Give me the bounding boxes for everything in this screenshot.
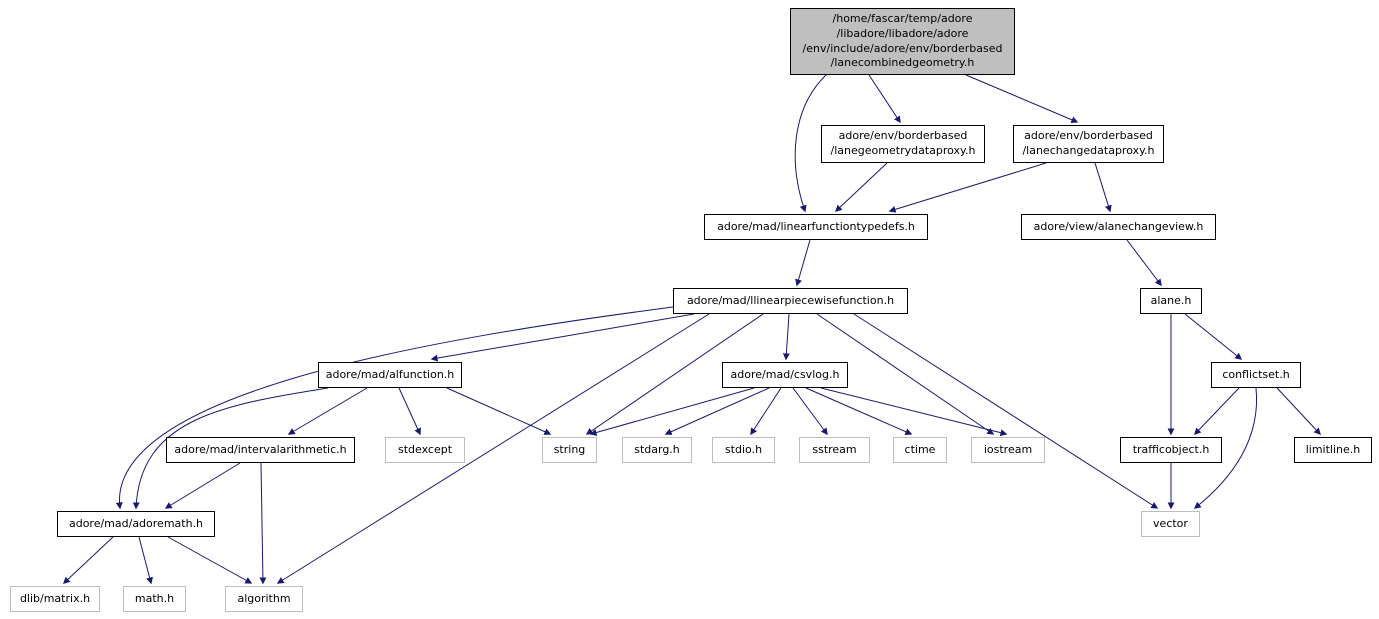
edge-adoremath-to-dlibmatrix bbox=[62, 536, 114, 584]
node-ctime: ctime bbox=[893, 437, 947, 463]
node-stdexcept: stdexcept bbox=[385, 437, 465, 463]
node-linearfunctiontypedefs[interactable]: adore/mad/linearfunctiontypedefs.h bbox=[704, 214, 928, 240]
edge-lanegeometrydataproxy-to-linearfunctiontypedefs bbox=[834, 162, 888, 212]
edge-alfunction-to-string bbox=[446, 387, 552, 435]
edge-alfunction-to-intervalarithmetic bbox=[287, 387, 368, 435]
edge-llinearpiecewisefunction-to-string bbox=[585, 313, 764, 435]
edge-alfunction-to-stdexcept bbox=[398, 387, 421, 436]
edge-alane-to-conflictset bbox=[1184, 313, 1243, 360]
edge-csvlog-to-ctime bbox=[805, 387, 913, 435]
node-conflictset[interactable]: conflictset.h bbox=[1211, 362, 1301, 388]
edge-lanechangedataproxy-to-linearfunctiontypedefs bbox=[888, 162, 1047, 213]
edge-llinearpiecewisefunction-to-iostream bbox=[816, 313, 995, 435]
edge-csvlog-to-string bbox=[589, 387, 755, 436]
edge-conflictset-to-vector bbox=[1193, 387, 1258, 509]
node-llinearpiecewisefunction[interactable]: adore/mad/llinearpiecewisefunction.h bbox=[673, 288, 908, 314]
edge-linearfunctiontypedefs-to-llinearpiecewisefunction bbox=[795, 239, 811, 287]
node-alane[interactable]: alane.h bbox=[1140, 288, 1202, 314]
edge-csvlog-to-stdarg bbox=[664, 387, 770, 435]
edge-adoremath-to-algorithm bbox=[167, 536, 253, 584]
node-stdarg: stdarg.h bbox=[622, 437, 692, 463]
edge-csvlog-to-stdio bbox=[750, 387, 782, 436]
node-dlibmatrix: dlib/matrix.h bbox=[10, 586, 100, 612]
edge-lanechangedataproxy-to-alanechangeview bbox=[1094, 162, 1112, 213]
node-limitline[interactable]: limitline.h bbox=[1294, 437, 1372, 463]
edge-llinearpiecewisefunction-to-algorithm bbox=[276, 313, 710, 584]
edge-conflictset-to-limitline bbox=[1276, 387, 1321, 436]
edge-root-to-linearfunctiontypedefs bbox=[794, 74, 827, 213]
node-csvlog[interactable]: adore/mad/csvlog.h bbox=[722, 362, 848, 388]
edge-llinearpiecewisefunction-to-adoremath bbox=[115, 306, 674, 510]
edge-llinearpiecewisefunction-to-csvlog bbox=[782, 313, 790, 361]
node-adoremath[interactable]: adore/mad/adoremath.h bbox=[57, 511, 215, 537]
node-alfunction[interactable]: adore/mad/alfunction.h bbox=[318, 362, 462, 388]
edge-csvlog-to-sstream bbox=[792, 387, 828, 436]
edge-llinearpiecewisefunction-to-vector bbox=[853, 313, 1159, 509]
edge-csvlog-to-iostream bbox=[820, 387, 1008, 437]
edge-root-to-lanegeometrydataproxy bbox=[868, 74, 901, 124]
edge-intervalarithmetic-to-algorithm bbox=[259, 462, 267, 585]
edge-conflictset-to-trafficobject bbox=[1194, 387, 1240, 436]
node-lanecombinedgeometry-root: /home/fascar/temp/adore /libadore/libado… bbox=[790, 8, 1015, 75]
node-lanegeometrydataproxy[interactable]: adore/env/borderbased /lanegeometrydatap… bbox=[821, 125, 985, 163]
node-iostream: iostream bbox=[971, 437, 1045, 463]
edge-alanechangeview-to-alane bbox=[1126, 239, 1162, 287]
node-lanechangedataproxy[interactable]: adore/env/borderbased /lanechangedatapro… bbox=[1013, 125, 1164, 163]
node-vector: vector bbox=[1141, 511, 1200, 537]
node-trafficobject[interactable]: trafficobject.h bbox=[1120, 437, 1222, 463]
node-stdio: stdio.h bbox=[712, 437, 775, 463]
node-math: math.h bbox=[123, 586, 186, 612]
edge-intervalarithmetic-to-adoremath bbox=[164, 462, 241, 509]
node-string: string bbox=[542, 437, 597, 463]
edge-llinearpiecewisefunction-to-alfunction bbox=[430, 313, 695, 362]
node-intervalarithmetic[interactable]: adore/mad/intervalarithmetic.h bbox=[166, 437, 355, 463]
node-algorithm: algorithm bbox=[225, 586, 303, 612]
node-alanechangeview[interactable]: adore/view/alanechangeview.h bbox=[1021, 214, 1216, 240]
edge-adoremath-to-math bbox=[138, 536, 153, 585]
edge-root-to-lanechangedataproxy bbox=[965, 74, 1079, 124]
node-sstream: sstream bbox=[799, 437, 870, 463]
edge-alfunction-to-adoremath bbox=[132, 387, 329, 510]
